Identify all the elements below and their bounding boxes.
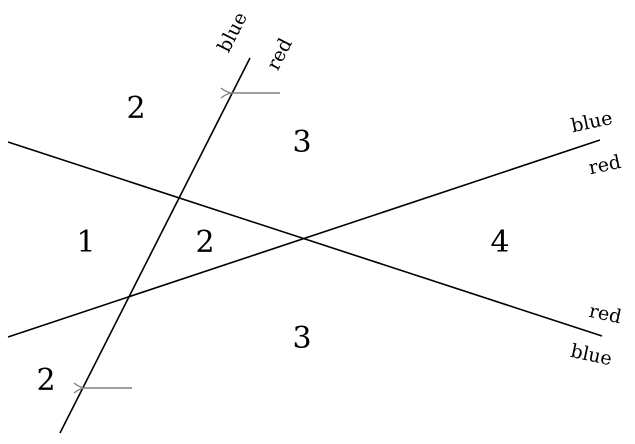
region-label-left: 1 xyxy=(76,225,95,260)
steep-line-upper-label: blue xyxy=(213,9,252,56)
region-label-bottom-left: 2 xyxy=(36,363,55,398)
falling-line-upper-label: red xyxy=(587,300,623,328)
region-label-right: 4 xyxy=(490,225,509,260)
steep-line xyxy=(59,57,251,434)
region-label-top-left: 2 xyxy=(126,91,145,126)
region-label-top-center: 3 xyxy=(292,125,311,160)
falling-line xyxy=(7,141,603,337)
region-label-center: 2 xyxy=(195,225,214,260)
region-label-bottom-center: 3 xyxy=(292,321,311,356)
falling-line-lower-label: blue xyxy=(569,340,614,370)
rising-line-upper-label: blue xyxy=(569,107,614,137)
rising-line-lower-label: red xyxy=(587,151,623,179)
steep-line-lower-label: red xyxy=(262,35,296,74)
